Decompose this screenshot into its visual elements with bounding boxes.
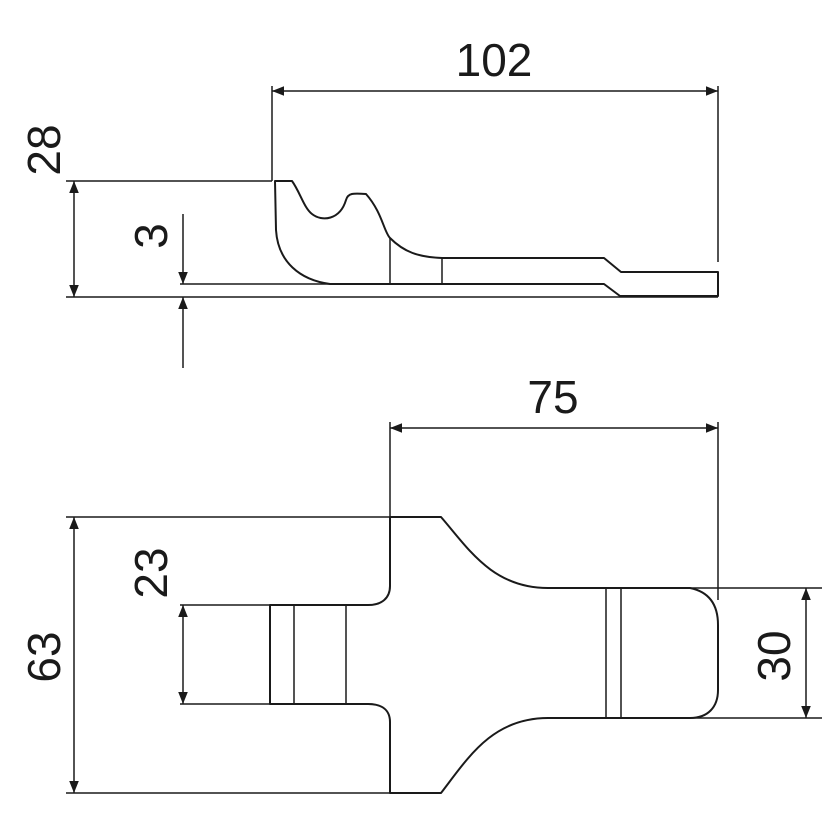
dim-3-label: 3 [125, 223, 177, 249]
dim-23-label: 23 [125, 547, 177, 598]
top-view-outline [269, 516, 719, 794]
dim-63-label: 63 [18, 631, 70, 682]
dim-102-label: 102 [456, 34, 533, 86]
side-view: 102 28 3 [18, 34, 719, 368]
dim-30-label: 30 [748, 630, 800, 681]
side-view-outline [274, 180, 719, 297]
dim-75-label: 75 [527, 371, 578, 423]
top-view: 75 63 23 30 [18, 371, 822, 794]
dim-28-label: 28 [18, 124, 70, 175]
